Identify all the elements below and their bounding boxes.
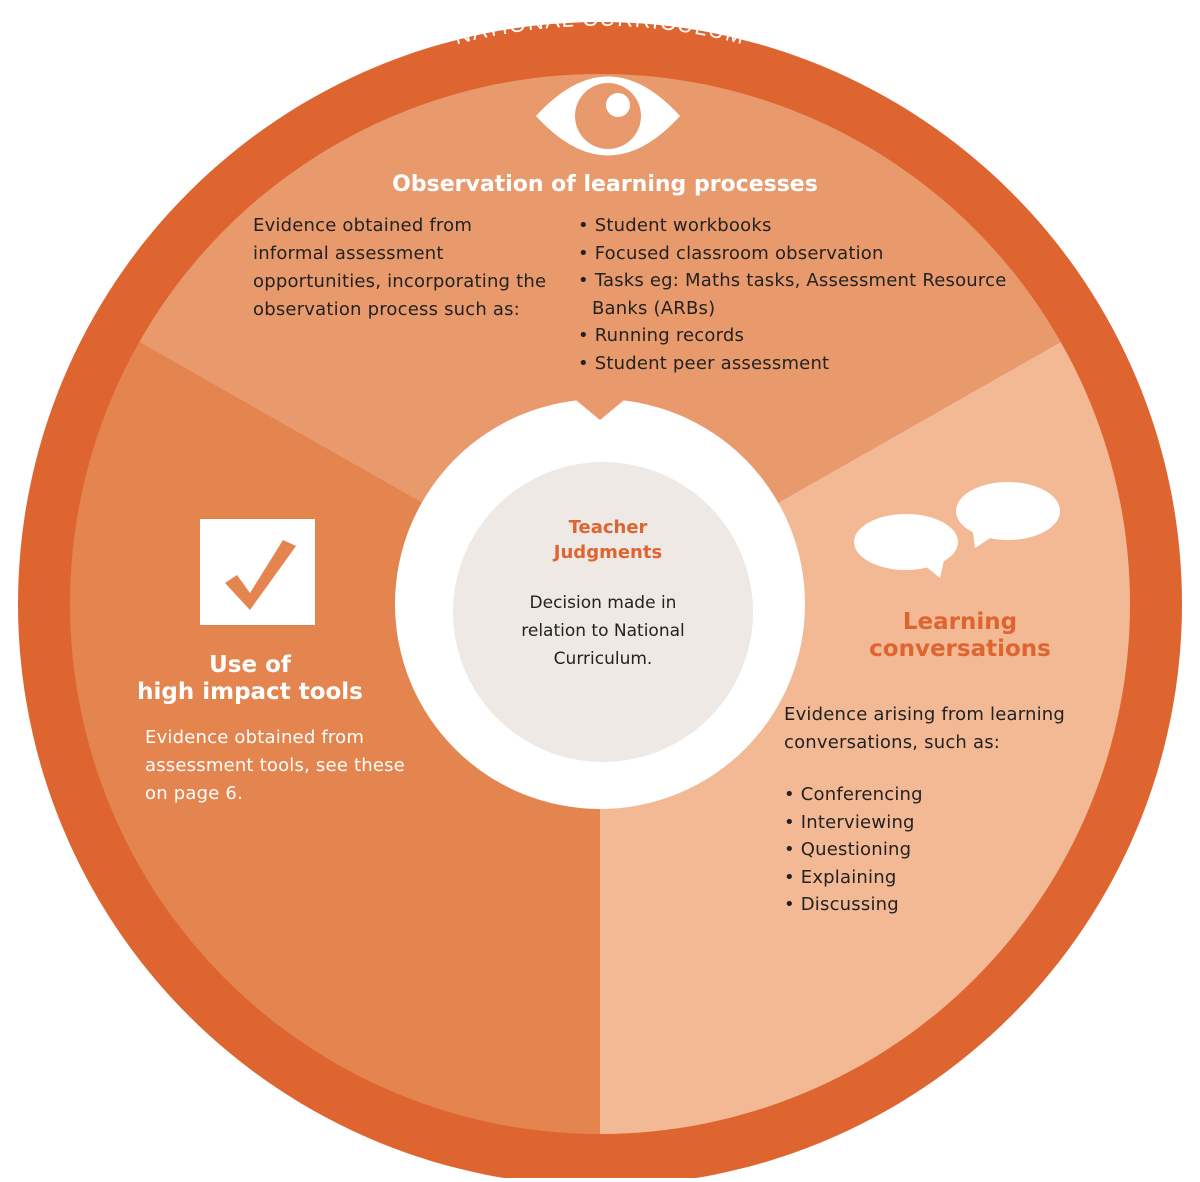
tools-description-line: assessment tools, see these [145,755,405,776]
tools-description-line: Evidence obtained from [145,727,365,748]
list-item: Questioning [784,836,923,864]
list-item: Tasks eg: Maths tasks, Assessment Resour… [578,267,1007,295]
observation-description-line: informal assessment [253,243,444,264]
center-text-line: Curriculum. [553,649,653,669]
conversations-description: Evidence arising from learning conversat… [784,701,1104,757]
list-item: Explaining [784,864,923,892]
observation-description-line: Evidence obtained from [253,215,473,236]
tools-title: Use of high impact tools [110,652,390,706]
center-text: Decision made in relation to National Cu… [478,589,728,673]
list-item-continuation: Banks (ARBs) [592,297,716,319]
list-item: Discussing [784,891,923,919]
center-text-line: relation to National [521,621,685,641]
conversations-title-line: conversations [869,636,1051,662]
list-item: Focused classroom observation [578,240,1006,268]
conversations-title-line: Learning [902,609,1018,635]
list-item: Conferencing [784,781,923,809]
center-notch [566,392,634,420]
tools-description-line: on page 6. [145,783,243,804]
observation-description: Evidence obtained from informal assessme… [253,212,573,324]
center-title-line: Judgments [553,542,663,563]
observation-description-line: observation process such as: [253,299,520,320]
conversations-description-line: Evidence arising from learning [784,704,1066,725]
list-item: Interviewing [784,809,923,837]
center-title-line: Teacher [568,517,648,538]
center-text-line: Decision made in [529,593,677,613]
tools-description: Evidence obtained from assessment tools,… [145,724,445,808]
observation-list: Student workbooks Focused classroom obse… [578,212,1006,377]
tools-title-line: high impact tools [137,679,363,705]
list-item: Running records [578,322,1006,350]
observation-description-line: opportunities, incorporating the [253,271,547,292]
center-title: Teacher Judgments [503,515,713,565]
eye-icon [536,76,680,156]
center-disc [453,462,753,762]
observation-title: Observation of learning processes [392,172,818,197]
list-item: Student workbooks [578,212,1006,240]
conversations-title: Learning conversations [840,609,1080,663]
conversations-list: Conferencing Interviewing Questioning Ex… [784,781,923,919]
checkmark-icon [200,519,315,625]
conversations-description-line: conversations, such as: [784,732,1001,753]
speech-bubbles-icon [854,482,1060,578]
list-item: Student peer assessment [578,350,1006,378]
tools-title-line: Use of [209,652,291,678]
